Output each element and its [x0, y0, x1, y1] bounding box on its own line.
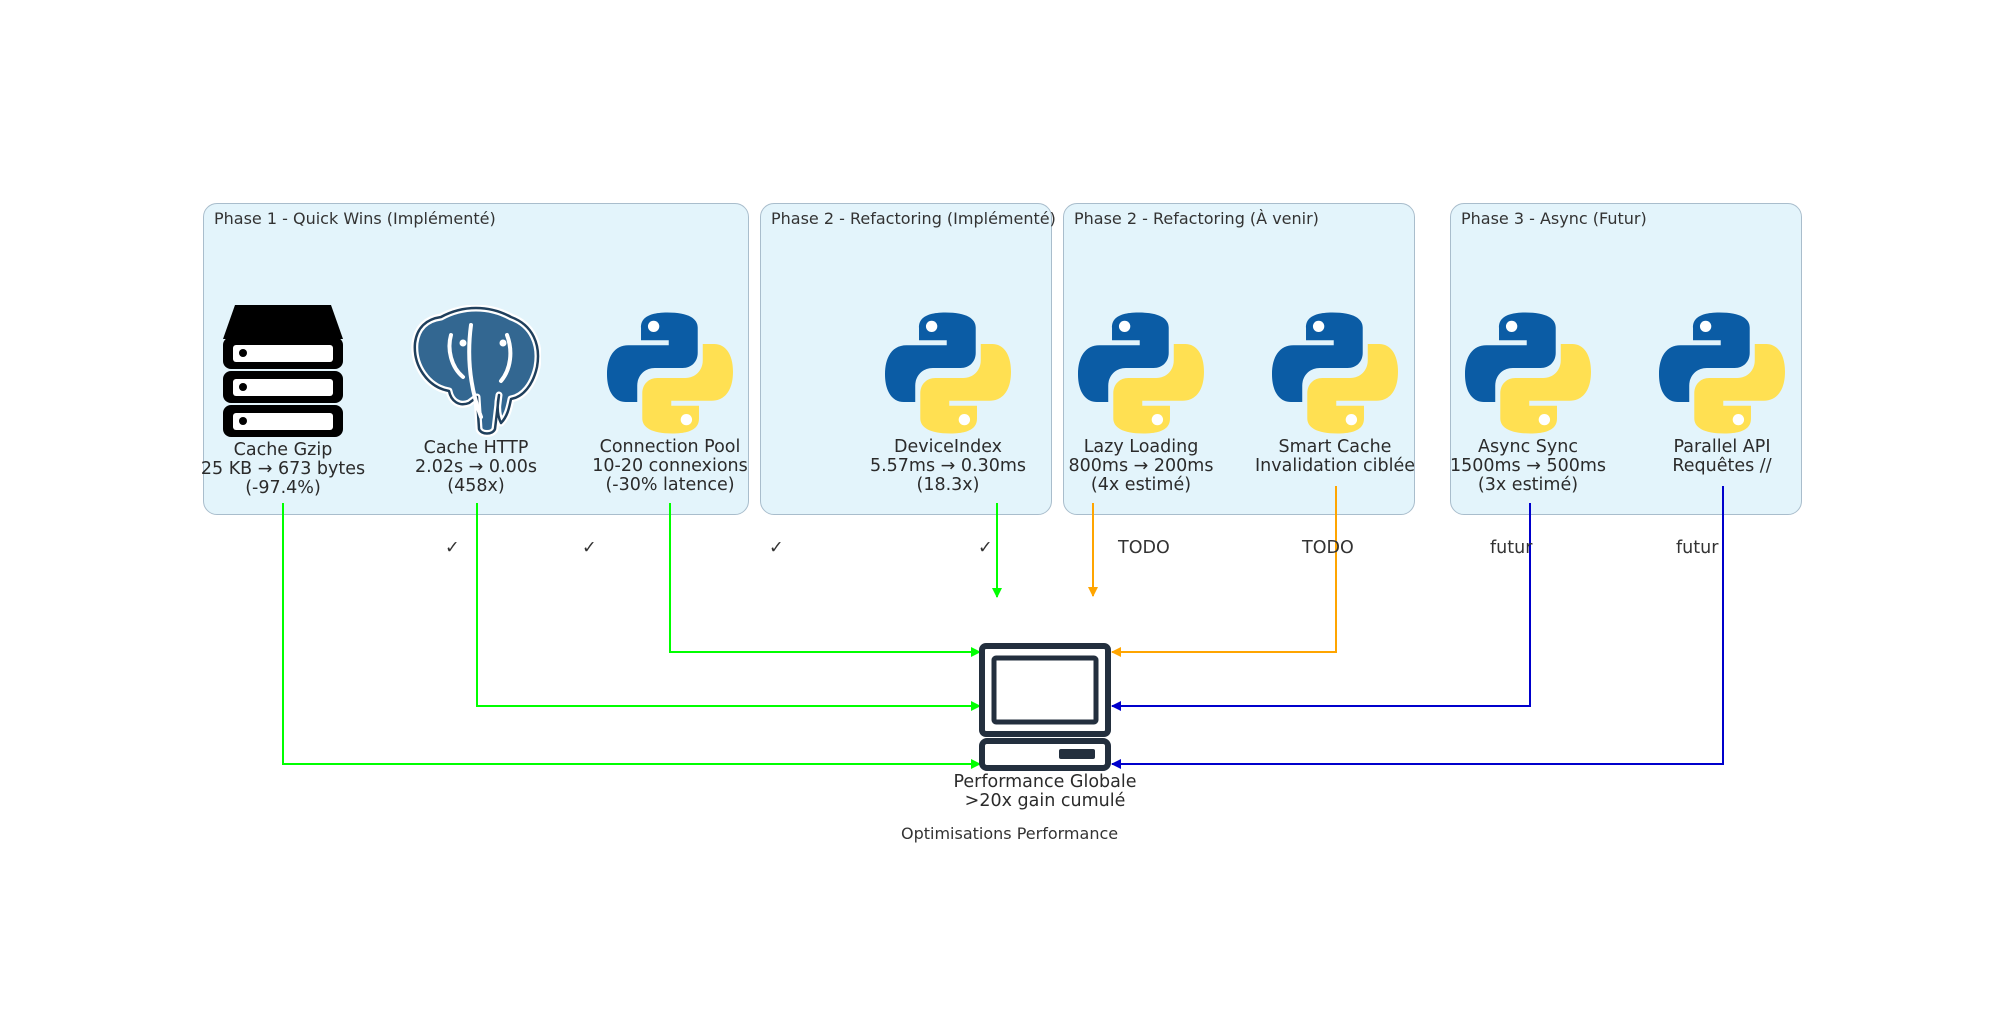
server-stack-icon	[223, 305, 343, 437]
edge-label-check-3: ✓	[769, 538, 784, 558]
edge-label-future-2: futur	[1676, 538, 1719, 558]
edge-parallel-to-perf	[1111, 486, 1724, 769]
edge-pool-to-perf	[669, 503, 981, 657]
edge-gzip-to-perf	[282, 503, 981, 769]
cluster-title-phase-3: Phase 3 - Async (Futur)	[1461, 209, 1647, 228]
python-icon	[1272, 310, 1398, 436]
edge-label-check-4: ✓	[978, 538, 993, 558]
edge-async-to-perf	[1111, 503, 1531, 711]
python-icon	[607, 310, 733, 436]
edge-label-check-2: ✓	[582, 538, 597, 558]
python-icon	[885, 310, 1011, 436]
diagram-caption: Optimisations Performance	[901, 824, 1119, 843]
python-icon	[1078, 310, 1204, 436]
cluster-title-phase-2-upcoming: Phase 2 - Refactoring (À venir)	[1074, 209, 1319, 228]
postgresql-elephant-icon	[411, 305, 541, 437]
cluster-title-phase-1: Phase 1 - Quick Wins (Implémenté)	[214, 209, 496, 228]
edge-label-future-1: futur	[1490, 538, 1533, 558]
edge-smart-to-perf	[1111, 486, 1337, 657]
node-label-performance-globale: Performance Globale>20x gain cumulé	[953, 772, 1137, 811]
edge-http-to-perf	[476, 503, 981, 711]
cluster-title-phase-2-implemented: Phase 2 - Refactoring (Implémenté)	[771, 209, 1056, 228]
edge-label-todo-1: TODO	[1118, 538, 1170, 558]
python-icon	[1659, 310, 1785, 436]
edge-label-todo-2: TODO	[1302, 538, 1354, 558]
node-performance-globale: Performance Globale>20x gain cumulé	[950, 643, 1140, 811]
python-icon	[1465, 310, 1591, 436]
computer-icon	[979, 643, 1111, 771]
edge-label-check-1: ✓	[445, 538, 460, 558]
